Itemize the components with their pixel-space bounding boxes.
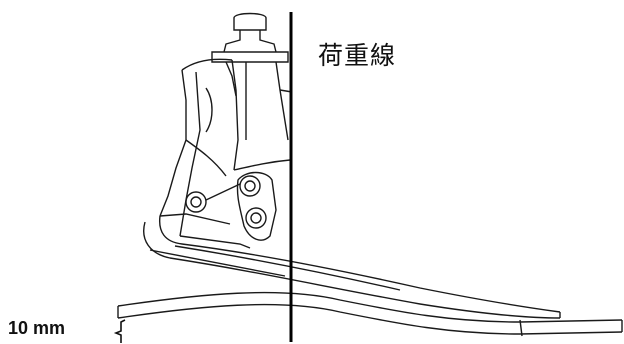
ankle-body bbox=[159, 58, 291, 249]
load-line-label: 荷重線 bbox=[318, 41, 397, 70]
carbon-keel bbox=[143, 215, 561, 319]
offset-bracket bbox=[113, 319, 126, 343]
linkage bbox=[185, 171, 277, 241]
offset-dimension-label: 10 mm bbox=[8, 318, 66, 338]
sole-plate bbox=[117, 291, 623, 337]
pyramid-adapter bbox=[211, 12, 293, 141]
